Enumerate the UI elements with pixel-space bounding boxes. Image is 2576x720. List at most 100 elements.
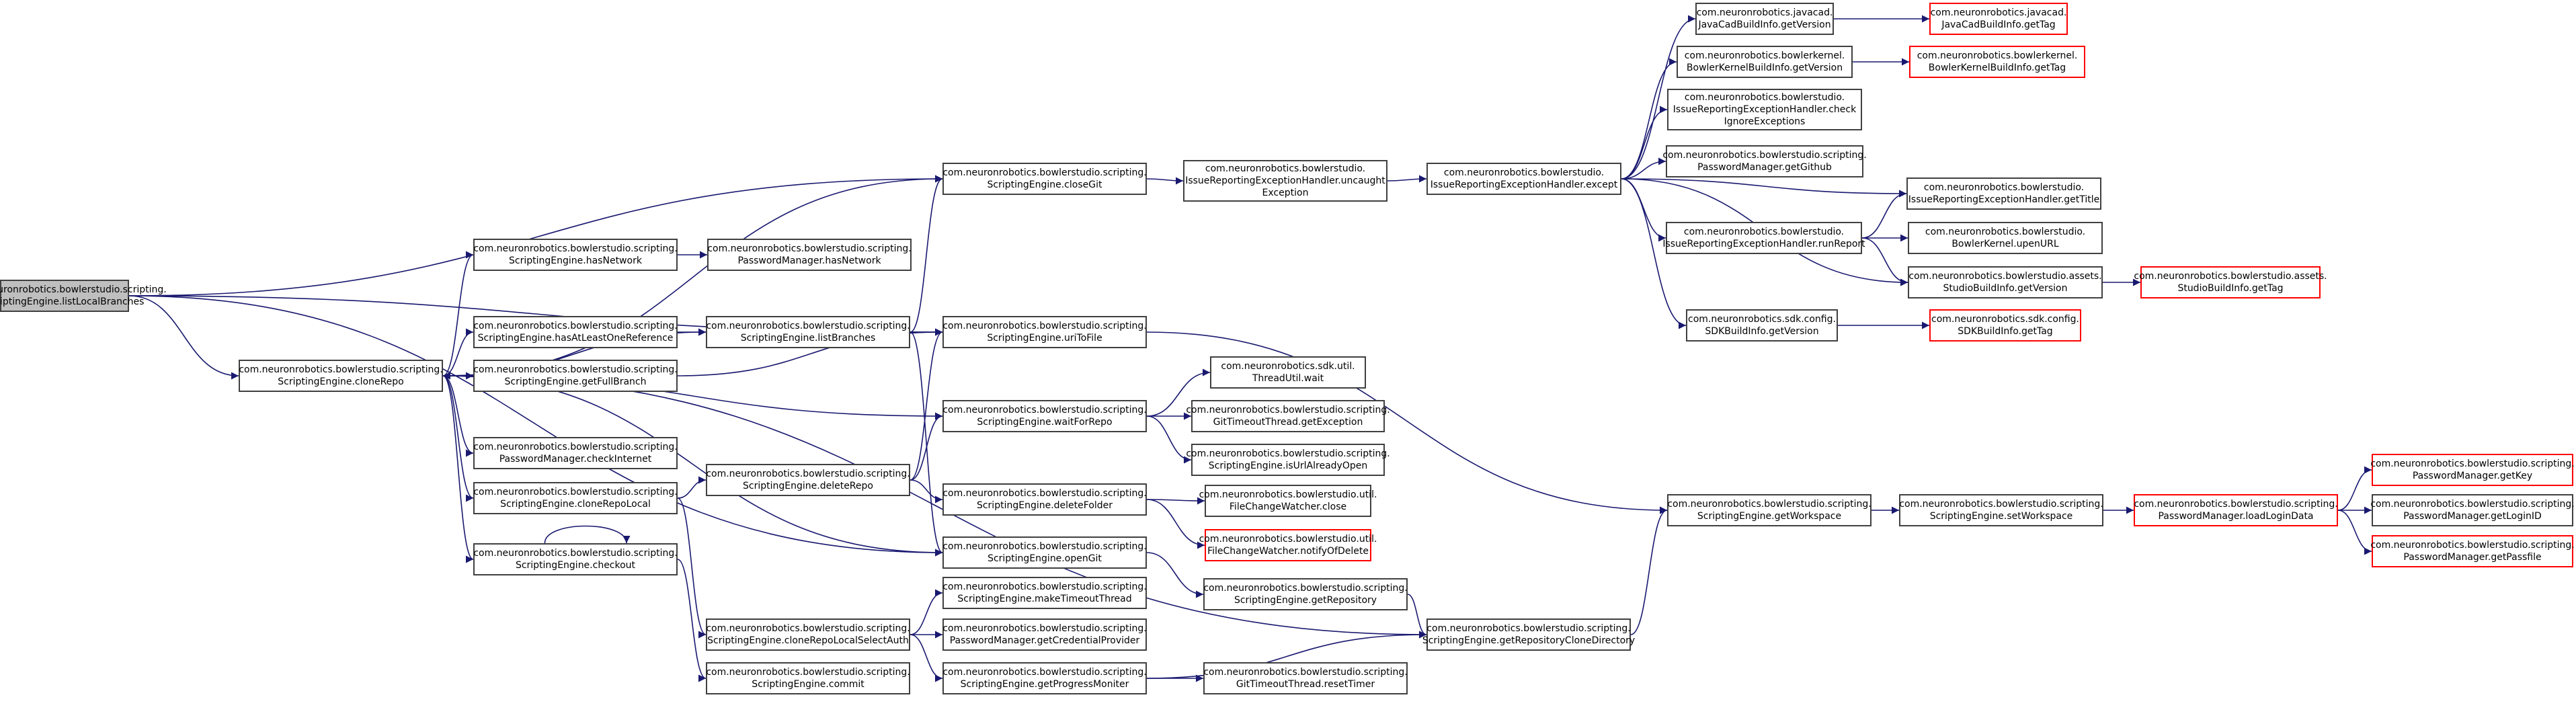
node-label-line: com.neuronrobotics.bowlerstudio.scriptin… bbox=[942, 488, 1147, 499]
node-label-line: ScriptingEngine.deleteFolder bbox=[976, 500, 1113, 511]
edge-cloneRepoLocalSelectAuth-to-makeTimeoutThread bbox=[910, 589, 943, 635]
node-get-repository[interactable]: com.neuronrobotics.bowlerstudio.scriptin… bbox=[1203, 578, 1408, 610]
node-label-line: ScriptingEngine.cloneRepo bbox=[278, 376, 404, 387]
node-label-line: com.neuronrobotics.bowlerstudio.scriptin… bbox=[1899, 499, 2103, 510]
node-reset-timer[interactable]: com.neuronrobotics.bowlerstudio.scriptin… bbox=[1203, 662, 1408, 694]
node-label-line: com.neuronrobotics.bowlerstudio.scriptin… bbox=[942, 582, 1147, 592]
node-open-git[interactable]: com.neuronrobotics.bowlerstudio.scriptin… bbox=[942, 536, 1147, 569]
node-check-internet[interactable]: com.neuronrobotics.bowlerstudio.scriptin… bbox=[473, 437, 678, 469]
node-get-repository-clone-directory[interactable]: com.neuronrobotics.bowlerstudio.scriptin… bbox=[1422, 618, 1635, 651]
node-label-line: com.neuronrobotics.javacad. bbox=[1696, 7, 1833, 18]
node-label-line: ScriptingEngine.makeTimeoutThread bbox=[957, 594, 1132, 604]
node-upen-u-r-l[interactable]: com.neuronrobotics.bowlerstudio.BowlerKe… bbox=[1908, 222, 2103, 254]
node-get-passfile[interactable]: com.neuronrobotics.bowlerstudio.scriptin… bbox=[2370, 535, 2575, 567]
node-label-line: com.neuronrobotics.bowlerstudio.scriptin… bbox=[2134, 499, 2338, 510]
node-bk-get-version[interactable]: com.neuronrobotics.bowlerkernel.BowlerKe… bbox=[1677, 46, 1853, 78]
node-label-line: com.neuronrobotics.bowlerstudio.scriptin… bbox=[706, 469, 910, 479]
node-thread-wait[interactable]: com.neuronrobotics.sdk.util.ThreadUtil.w… bbox=[1210, 356, 1366, 389]
node-label-line: com.neuronrobotics.bowlerstudio.scriptin… bbox=[1203, 667, 1408, 678]
node-pm-has-network[interactable]: com.neuronrobotics.bowlerstudio.scriptin… bbox=[707, 239, 912, 271]
edge-deleteRepo-to-deleteFolder bbox=[910, 479, 943, 504]
node-sbi-get-tag[interactable]: com.neuronrobotics.bowlerstudio.assets.S… bbox=[2134, 266, 2327, 298]
edge-except-to-getTitle bbox=[1621, 178, 1907, 198]
node-load-login-data[interactable]: com.neuronrobotics.bowlerstudio.scriptin… bbox=[2134, 494, 2338, 526]
node-uri-to-file[interactable]: com.neuronrobotics.bowlerstudio.scriptin… bbox=[942, 316, 1147, 348]
edge-cloneRepoLocal-to-deleteRepo bbox=[677, 476, 707, 499]
node-label-line: ScriptingEngine.setWorkspace bbox=[1929, 511, 2073, 522]
node-label-line: PasswordManager.hasNetwork bbox=[737, 255, 881, 266]
node-label-line: StudioBuildInfo.getVersion bbox=[1943, 283, 2068, 294]
node-clone-repo-local-select-auth[interactable]: com.neuronrobotics.bowlerstudio.scriptin… bbox=[706, 618, 910, 651]
node-wait-for-repo[interactable]: com.neuronrobotics.bowlerstudio.scriptin… bbox=[942, 400, 1147, 432]
node-set-workspace[interactable]: com.neuronrobotics.bowlerstudio.scriptin… bbox=[1899, 494, 2103, 526]
node-label-line: ScriptingEngine.checkout bbox=[515, 560, 636, 571]
node-label-line: ScriptingEngine.hasNetwork bbox=[509, 255, 642, 266]
node-label-line: com.neuronrobotics.bowlerstudio.scriptin… bbox=[706, 321, 910, 331]
edge-listLocalBranches-to-cloneRepo bbox=[128, 295, 239, 380]
node-label-line: com.neuronrobotics.bowlerkernel. bbox=[1684, 50, 1845, 61]
node-get-progress-moniter[interactable]: com.neuronrobotics.bowlerstudio.scriptin… bbox=[942, 662, 1147, 694]
node-uncaught-exception[interactable]: com.neuronrobotics.bowlerstudio.IssueRep… bbox=[1183, 160, 1387, 202]
node-sdk-get-version[interactable]: com.neuronrobotics.sdk.config.SDKBuildIn… bbox=[1686, 309, 1838, 342]
node-label-line: com.neuronrobotics.bowlerstudio.scriptin… bbox=[473, 243, 678, 254]
node-close-git[interactable]: com.neuronrobotics.bowlerstudio.scriptin… bbox=[942, 163, 1147, 195]
node-label-line: com.neuronrobotics.bowlerstudio. bbox=[1923, 182, 2085, 193]
node-get-github[interactable]: com.neuronrobotics.bowlerstudio.scriptin… bbox=[1662, 145, 1867, 177]
node-make-timeout-thread[interactable]: com.neuronrobotics.bowlerstudio.scriptin… bbox=[942, 577, 1147, 609]
edge-cloneRepo-to-hasAtLeastOneReference bbox=[442, 328, 474, 376]
node-label-line: PasswordManager.getGithub bbox=[1697, 162, 1832, 173]
node-except[interactable]: com.neuronrobotics.bowlerstudio.IssueRep… bbox=[1426, 163, 1621, 195]
node-run-report[interactable]: com.neuronrobotics.bowlerstudio.IssueRep… bbox=[1662, 222, 1865, 254]
edge-cloneRepo-to-hasNetwork bbox=[442, 251, 474, 376]
node-get-full-branch[interactable]: com.neuronrobotics.bowlerstudio.scriptin… bbox=[473, 360, 678, 392]
node-label-line: com.neuronrobotics.bowlerstudio.scriptin… bbox=[706, 667, 910, 678]
node-notify-of-delete[interactable]: com.neuronrobotics.bowlerstudio.util.Fil… bbox=[1199, 529, 1377, 561]
node-commit[interactable]: com.neuronrobotics.bowlerstudio.scriptin… bbox=[706, 662, 910, 694]
node-get-workspace[interactable]: com.neuronrobotics.bowlerstudio.scriptin… bbox=[1667, 494, 1871, 526]
node-label-line: BowlerKernelBuildInfo.getTag bbox=[1928, 63, 2066, 73]
node-label-line: com.neuronrobotics.bowlerstudio.scriptin… bbox=[473, 321, 678, 331]
edge-deleteFolder-to-fcwClose bbox=[1146, 497, 1205, 505]
node-label-line: com.neuronrobotics.bowlerstudio.scriptin… bbox=[1186, 405, 1390, 415]
node-label-line: com.neuronrobotics.bowlerstudio.scriptin… bbox=[942, 167, 1147, 178]
node-sdk-get-tag[interactable]: com.neuronrobotics.sdk.config.SDKBuildIn… bbox=[1929, 309, 2081, 342]
node-label-line: ScriptingEngine.waitForRepo bbox=[977, 417, 1113, 428]
edge-uriToFile-to-getWorkspace bbox=[1146, 331, 1668, 514]
node-get-key[interactable]: com.neuronrobotics.bowlerstudio.scriptin… bbox=[2370, 454, 2575, 486]
node-jc-get-version[interactable]: com.neuronrobotics.javacad.JavaCadBuildI… bbox=[1695, 3, 1834, 35]
node-check-ignore[interactable]: com.neuronrobotics.bowlerstudio.IssueRep… bbox=[1667, 89, 1862, 130]
node-label-line: IssueReportingExceptionHandler.getTitle bbox=[1908, 194, 2100, 205]
node-get-login-i-d[interactable]: com.neuronrobotics.bowlerstudio.scriptin… bbox=[2370, 494, 2575, 526]
node-label-line: PasswordManager.getLoginID bbox=[2403, 511, 2542, 522]
node-get-credential-provider[interactable]: com.neuronrobotics.bowlerstudio.scriptin… bbox=[942, 618, 1147, 651]
node-delete-folder[interactable]: com.neuronrobotics.bowlerstudio.scriptin… bbox=[942, 483, 1147, 516]
node-get-title[interactable]: com.neuronrobotics.bowlerstudio.IssueRep… bbox=[1906, 177, 2101, 210]
node-label-line: com.neuronrobotics.sdk.config. bbox=[1931, 314, 2079, 325]
node-checkout[interactable]: com.neuronrobotics.bowlerstudio.scriptin… bbox=[473, 543, 678, 575]
node-clone-repo-local[interactable]: com.neuronrobotics.bowlerstudio.scriptin… bbox=[473, 482, 678, 514]
node-get-exception[interactable]: com.neuronrobotics.bowlerstudio.scriptin… bbox=[1186, 400, 1390, 432]
node-list-local-branches[interactable]: com.neuronrobotics.bowlerstudio.scriptin… bbox=[0, 280, 167, 312]
node-label-line: com.neuronrobotics.sdk.config. bbox=[1688, 314, 1836, 325]
node-has-network[interactable]: com.neuronrobotics.bowlerstudio.scriptin… bbox=[473, 239, 678, 271]
node-fcw-close[interactable]: com.neuronrobotics.bowlerstudio.util.Fil… bbox=[1199, 485, 1377, 517]
node-jc-get-tag[interactable]: com.neuronrobotics.javacad.JavaCadBuildI… bbox=[1929, 3, 2068, 35]
node-label-line: Exception bbox=[1262, 188, 1309, 198]
node-label-line: ScriptingEngine.hasAtLeastOneReference bbox=[477, 333, 674, 344]
node-list-branches[interactable]: com.neuronrobotics.bowlerstudio.scriptin… bbox=[706, 316, 910, 348]
edge-closeGit-to-uncaughtException bbox=[1146, 177, 1184, 185]
edge-deleteRepo-to-uriToFile bbox=[910, 328, 943, 481]
node-label-line: BowlerKernel.upenURL bbox=[1951, 239, 2059, 249]
node-clone-repo[interactable]: com.neuronrobotics.bowlerstudio.scriptin… bbox=[239, 360, 443, 392]
node-label-line: SDKBuildInfo.getTag bbox=[1958, 326, 2053, 337]
node-label-line: ScriptingEngine.isUrlAlreadyOpen bbox=[1208, 461, 1368, 471]
node-has-at-least-one-reference[interactable]: com.neuronrobotics.bowlerstudio.scriptin… bbox=[473, 316, 678, 348]
node-label-line: GitTimeoutThread.getException bbox=[1213, 417, 1363, 428]
node-delete-repo[interactable]: com.neuronrobotics.bowlerstudio.scriptin… bbox=[706, 464, 910, 496]
node-label-line: com.neuronrobotics.bowlerstudio.util. bbox=[1199, 489, 1377, 500]
node-bk-get-tag[interactable]: com.neuronrobotics.bowlerkernel.BowlerKe… bbox=[1909, 46, 2085, 78]
node-sbi-get-version[interactable]: com.neuronrobotics.bowlerstudio.assets.S… bbox=[1908, 266, 2103, 298]
node-label-line: ScriptingEngine.closeGit bbox=[987, 179, 1102, 190]
node-is-url-already-open[interactable]: com.neuronrobotics.bowlerstudio.scriptin… bbox=[1186, 444, 1390, 476]
edge-except-to-checkIgnore bbox=[1621, 106, 1668, 179]
